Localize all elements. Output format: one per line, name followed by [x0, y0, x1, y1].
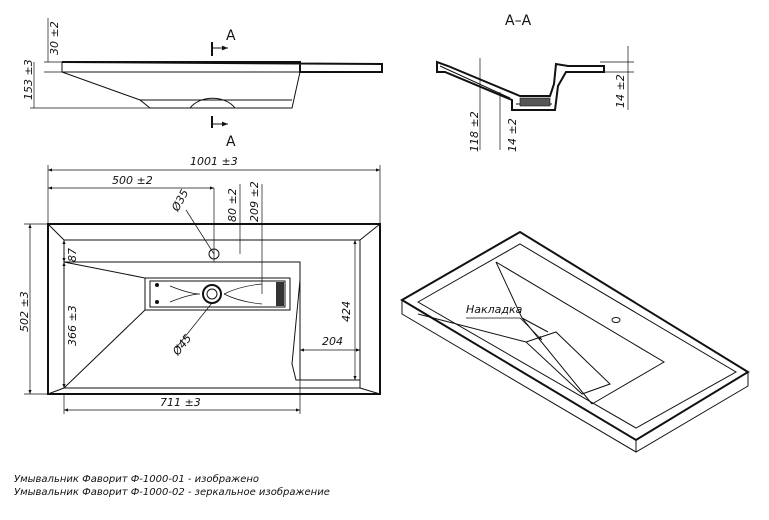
- dim-drain: Ø45: [170, 332, 195, 359]
- dim-side-top: 30 ±2: [48, 21, 61, 55]
- section-title: A–A: [505, 13, 532, 29]
- dim-204: 204: [322, 335, 343, 348]
- dim-half-width: 500 ±2: [112, 174, 153, 187]
- top-view: 1001 ±3 500 ±2 Ø35 80 ±2 209 ±2 502 ±3 8…: [18, 155, 381, 414]
- caption-line-1: Умывальник Фаворит Ф-1000-01 - изображен…: [14, 473, 259, 485]
- dim-366: 366 ±3: [66, 305, 79, 346]
- dim-section-bottom: 14 ±2: [506, 118, 519, 152]
- dim-80: 80 ±2: [226, 188, 239, 222]
- section-view: A–A 118 ±2 14 ±2 14 ±2: [436, 13, 634, 152]
- caption-line-2: Умывальник Фаворит Ф-1000-02 - зеркально…: [14, 486, 330, 498]
- dim-overall-width: 1001 ±3: [190, 155, 238, 168]
- captions: Умывальник Фаворит Ф-1000-01 - изображен…: [14, 473, 330, 498]
- dim-side-height: 153 ±3: [22, 59, 35, 100]
- overlay-label: Накладка: [466, 303, 523, 316]
- iso-view: Накладка: [400, 230, 750, 453]
- dim-209: 209 ±2: [248, 181, 261, 222]
- dim-depth: 502 ±3: [18, 291, 31, 332]
- dim-tap-hole: Ø35: [169, 187, 192, 214]
- dim-424: 424: [340, 301, 353, 322]
- dim-711: 711 ±3: [160, 396, 201, 409]
- section-mark-bottom: A: [226, 134, 236, 150]
- section-mark-top: A: [226, 28, 236, 44]
- dim-87: 87: [66, 248, 79, 262]
- dim-section-rim: 14 ±2: [614, 74, 627, 108]
- dim-section-bowl: 118 ±2: [468, 111, 481, 152]
- side-view: A A 30 ±2 153 ±3: [22, 18, 383, 150]
